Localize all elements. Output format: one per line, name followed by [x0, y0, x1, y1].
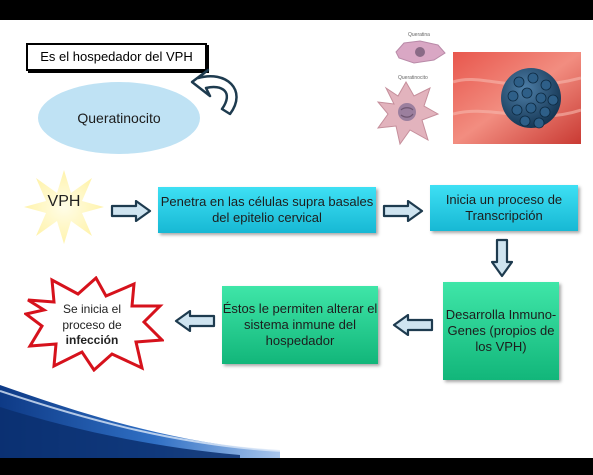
- step-penetrate-box: Penetra en las células supra basales del…: [158, 187, 376, 233]
- caption-keratinocyte: Queratinocito: [398, 75, 428, 81]
- infection-text-bold: infección: [65, 333, 119, 348]
- virus-image: [453, 52, 581, 144]
- arrow-left-icon: [392, 314, 434, 336]
- step-immune-alter-text: Éstos le permiten alterar el sistema inm…: [222, 300, 378, 349]
- infection-text: Se inicia el proceso de infección: [42, 302, 142, 349]
- step-immune-genes-box: Desarrolla Inmuno-Genes (propios de los …: [443, 282, 559, 380]
- step-immune-genes-text: Desarrolla Inmuno-Genes (propios de los …: [445, 306, 557, 355]
- host-label: Es el hospedador del VPH: [26, 43, 207, 71]
- arrow-down-icon: [491, 238, 513, 278]
- step-penetrate-text: Penetra en las células supra basales del…: [160, 193, 374, 225]
- vph-label: VPH: [47, 193, 81, 210]
- keratinocyte-ellipse: Queratinocito: [38, 82, 200, 154]
- keratinocyte-label: Queratinocito: [77, 110, 161, 126]
- infection-burst-shape: [24, 276, 164, 372]
- step-immune-alter-box: Éstos le permiten alterar el sistema inm…: [222, 286, 378, 364]
- corner-decoration: [0, 385, 280, 458]
- cell-images: Queratina Queratinocito: [376, 28, 581, 146]
- step-transcription-text: Inicia un proceso de Transcripción: [445, 191, 563, 223]
- curved-arrow-icon: [190, 68, 238, 116]
- keratin-cell-image: [395, 40, 446, 64]
- arrow-left-icon: [174, 310, 216, 332]
- arrow-right-icon: [382, 200, 424, 222]
- bottom-bar: [0, 458, 593, 475]
- arrow-right-icon: [110, 200, 152, 222]
- step-transcription-box: Inicia un proceso de Transcripción: [430, 185, 578, 231]
- caption-keratin: Queratina: [408, 32, 430, 38]
- keratinocyte-cell-image: [376, 80, 440, 146]
- infection-text-prefix: Se inicia el proceso de: [62, 302, 122, 332]
- vph-star-shape: [24, 170, 104, 244]
- top-bar: [0, 0, 593, 20]
